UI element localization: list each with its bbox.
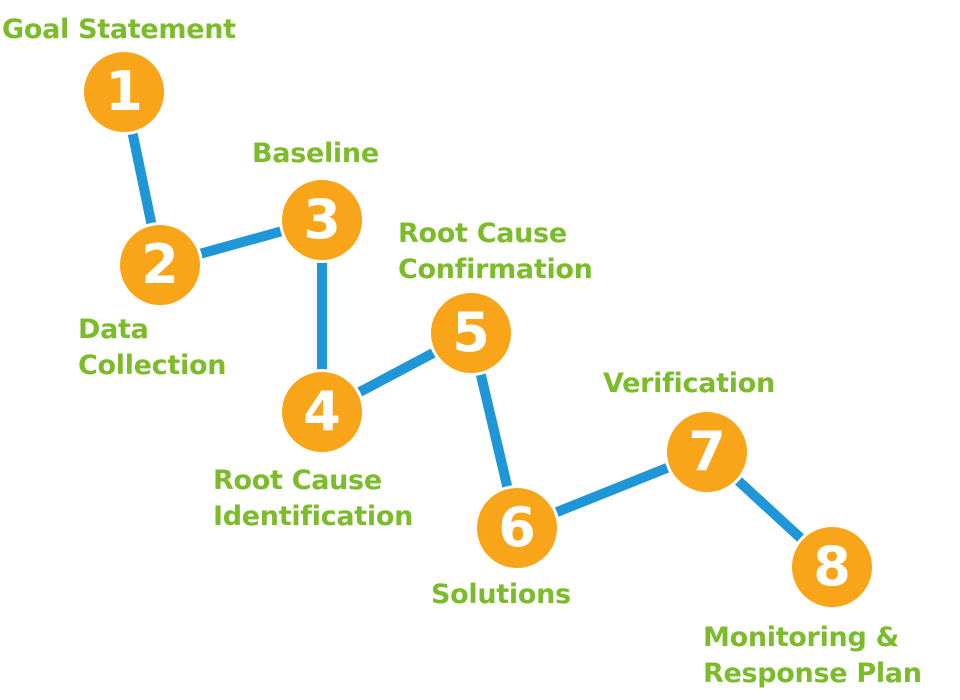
step-7-label: Verification	[603, 366, 775, 402]
step-6-circle: 6	[474, 485, 560, 571]
step-6-label-text: Solutions	[431, 579, 571, 610]
step-7-number: 7	[688, 420, 726, 483]
step-7-label-text: Verification	[603, 368, 775, 399]
step-5-circle: 5	[428, 290, 514, 376]
step-1-label: Goal Statement	[2, 12, 236, 48]
step-5-label-line-1: Root Cause	[398, 218, 567, 249]
step-2-label: Data Collection	[78, 312, 226, 384]
step-3-label: Baseline	[252, 136, 379, 172]
step-3-label-text: Baseline	[252, 138, 379, 169]
step-2-circle: 2	[117, 222, 203, 308]
step-8-circle: 8	[789, 524, 875, 610]
step-2-label-line-2: Collection	[78, 350, 227, 381]
step-2-label-line-1: Data	[78, 314, 149, 345]
step-5-label: Root Cause Confirmation	[398, 216, 593, 288]
step-8-label-line-1: Monitoring &	[703, 622, 899, 653]
step-4-label-line-2: Identification	[213, 501, 414, 532]
step-2-number: 2	[141, 233, 179, 296]
step-8-number: 8	[813, 535, 851, 598]
step-1-number: 1	[105, 60, 143, 123]
step-1-label-text: Goal Statement	[2, 14, 236, 45]
step-4-number: 4	[303, 380, 341, 443]
step-4-circle: 4	[279, 369, 365, 455]
step-5-label-line-2: Confirmation	[398, 254, 593, 285]
step-4-label: Root Cause Identification	[213, 463, 413, 535]
step-3-number: 3	[303, 188, 341, 251]
step-4-label-line-1: Root Cause	[213, 465, 382, 496]
step-3-circle: 3	[279, 177, 365, 263]
step-8-label-line-2: Response Plan	[703, 658, 922, 689]
step-7-circle: 7	[664, 409, 750, 495]
step-6-number: 6	[498, 496, 536, 559]
step-8-label: Monitoring & Response Plan	[703, 620, 922, 692]
step-1-circle: 1	[81, 49, 167, 135]
step-6-label: Solutions	[431, 577, 571, 613]
step-5-number: 5	[452, 301, 490, 364]
